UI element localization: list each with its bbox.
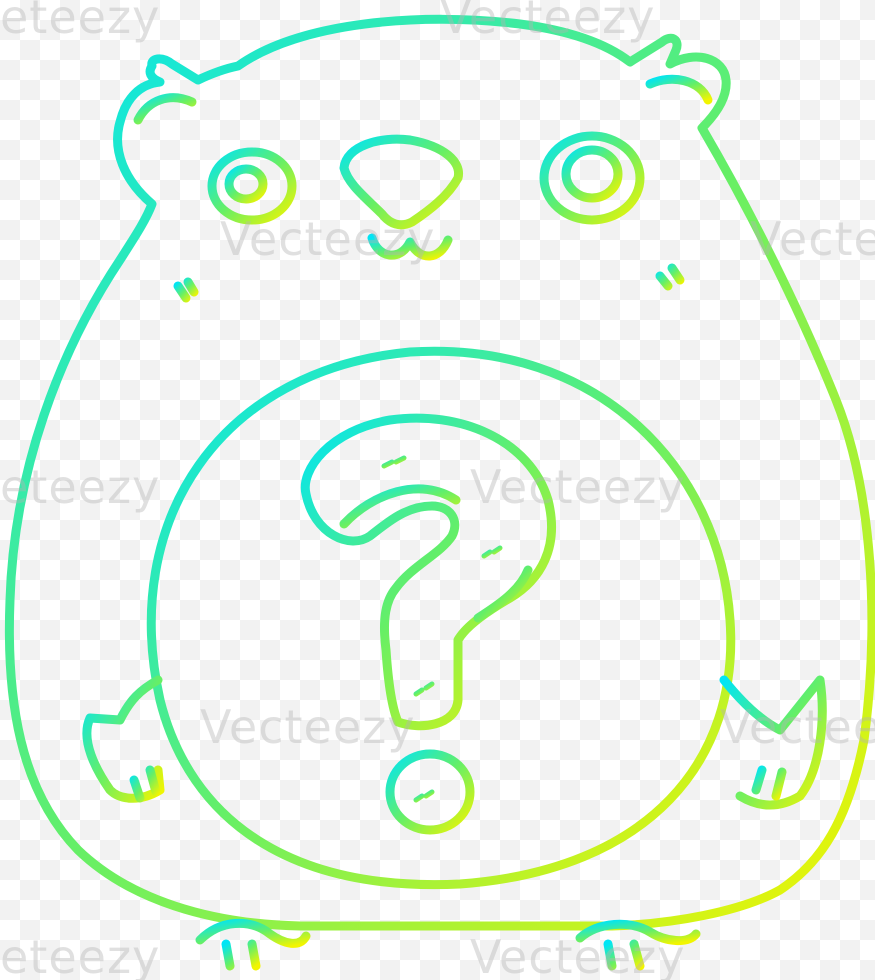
right-pupil	[561, 145, 623, 203]
question-mark-dot-dashes	[413, 789, 435, 803]
right-toes	[603, 939, 645, 971]
question-mark-dashes-side	[481, 545, 503, 559]
hamster-body-outline	[4, 14, 875, 931]
right-foot	[575, 919, 701, 945]
question-mark-highlight	[339, 484, 461, 529]
left-foot	[195, 918, 311, 948]
left-paw	[82, 675, 165, 803]
question-mark-dot	[385, 749, 475, 835]
right-eye	[539, 131, 645, 225]
right-paw-claws	[751, 765, 787, 801]
question-mark-dashes-top	[381, 455, 407, 469]
left-pupil	[224, 164, 268, 204]
left-cheek-mark	[173, 277, 199, 303]
hamster-nose	[339, 134, 464, 230]
left-eye	[207, 147, 297, 225]
left-paw-claws	[129, 765, 161, 803]
right-paw	[719, 675, 827, 810]
right-ear-inner	[645, 74, 713, 105]
hamster-belly	[146, 346, 736, 890]
left-toes	[221, 939, 261, 971]
left-ear-inner	[133, 93, 197, 125]
question-mark-body	[300, 413, 556, 731]
right-cheek-mark	[655, 263, 685, 291]
question-mark-dashes-stem	[413, 681, 435, 697]
question-mark-shadow	[473, 565, 533, 623]
